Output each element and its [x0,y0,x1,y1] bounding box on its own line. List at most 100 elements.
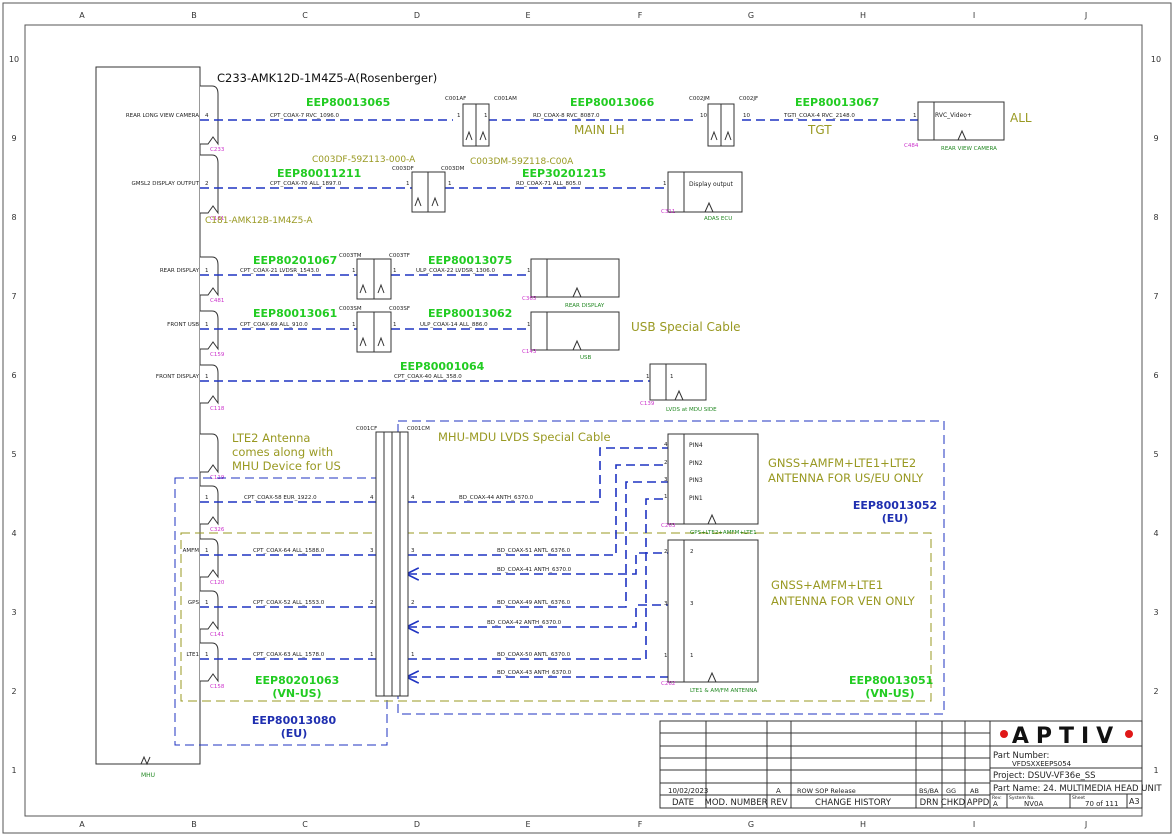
tb-rev-label: Rev: [992,795,1002,801]
border-row-right-2: 2 [1153,687,1158,696]
wire-label-w2: RD_COAX-8 RVC_8087.0 [533,113,600,119]
wire-label-w19: CPT_COAX-63 ALL_1578.0 [253,652,325,658]
svg-text:3: 3 [664,601,668,607]
mhu-port-conn: C181 [210,216,224,222]
border-col-bottom-B: B [191,820,197,829]
mhu-port-conn: C118 [210,406,225,412]
harness-h10: EEP80001064 [400,360,485,373]
ant1-conn: C263 [661,523,676,529]
svg-text:3: 3 [664,477,668,483]
device-names: REAR VIEW CAMERA ADAS ECU REAR DISPLAY U… [565,146,997,694]
harness-h6: EEP80201067 [253,254,337,267]
svg-text:3: 3 [411,548,415,554]
border-row-right-6: 6 [1153,371,1158,380]
tb-h-appd: APPD [967,798,990,808]
harness-h2: EEP80013066 [570,96,655,109]
mhu-port-label: REAR LONG VIEW CAMERA [126,113,199,119]
usb-conn: C143 [522,349,537,355]
adas-conn: C311 [661,209,675,215]
lvds-name: LVDS at MDU SIDE [666,407,717,413]
mhu-port-conn: C326 [210,527,225,533]
wire-label-w4: CPT_COAX-70 ALL_1897.0 [270,181,342,187]
svg-text:1: 1 [670,374,674,380]
ant1-name: GPS+LTE2+AMFM+LTE1 [690,530,757,536]
tb-project: Project: DSUV-VF36e_SS [993,771,1096,781]
svg-text:1: 1 [411,652,415,658]
harness-h4: EEP80011211 [277,167,361,180]
wire-labels: CPT_COAX-7 RVC_1096.0 RD_COAX-8 RVC_8087… [240,113,855,676]
tb-row-chkd: GG [946,787,956,795]
harness-h11-sub: (EU) [882,512,909,525]
svg-text:1: 1 [663,181,667,187]
top-connector-part: C233-AMK12D-1M4Z5-A(Rosenberger) [217,71,437,85]
lbl-c001cf: C001CF [356,426,377,432]
svg-text:10: 10 [700,113,707,119]
svg-text:4: 4 [411,495,415,501]
border-row-right-3: 3 [1153,608,1158,617]
border-row-right-9: 9 [1153,134,1158,143]
tb-part-name: Part Name: 24. MULTIMEDIA HEAD UNIT [993,784,1162,794]
svg-text:2: 2 [370,600,374,606]
wire-label-w11: CPT_COAX-58 EUR_1922.0 [244,495,317,501]
lbl-c001af: C001AF [445,96,466,102]
border-col-bottom-H: H [860,820,866,829]
mhu-port-conn: C120 [210,580,225,586]
border-row-right-7: 7 [1153,292,1158,301]
tb-size: A3 [1129,797,1140,806]
mhu-port-pin: 1 [205,495,209,501]
border-col-bottom-I: I [973,820,975,829]
harness-h14: EEP80013051 [849,674,933,687]
harness-h3: EEP80013067 [795,96,879,109]
border-row-right-5: 5 [1153,450,1158,459]
note-lte2-3: MHU Device for US [232,459,341,473]
svg-text:1: 1 [690,653,694,659]
border-row-right-10: 10 [1151,55,1161,64]
mhu-port-pin: 1 [205,548,209,554]
logo-dot-left [1000,730,1008,738]
devices [530,101,1005,683]
lbl-c003sf: C003SF [389,306,410,312]
mhu-break-icon [140,755,151,766]
note-gnss2-2: ANTENNA FOR VEN ONLY [771,594,916,608]
harness-h1: EEP80013065 [306,96,390,109]
mhu-port-5: C119 [200,433,225,481]
logo-dot-right [1125,730,1133,738]
lbl-c003tf: C003TF [389,253,410,259]
svg-text:10: 10 [743,113,750,119]
wire-label-w16: CPT_COAX-52 ALL_1553.0 [253,600,325,606]
rvc-conn: C484 [904,143,919,149]
wire-label-w21: BD_COAX-43 ANTH_6370.0 [497,670,572,676]
border-row-left-9: 9 [11,134,16,143]
wire-label-w3: TGTI_COAX-4 RVC_2148.0 [783,113,855,119]
note-lte2-1: LTE2 Antenna [232,431,310,445]
tb-h-hist: CHANGE HISTORY [815,798,892,808]
wire-label-w17: BD_COAX-49 ANTL_6376.0 [497,600,571,606]
eu-antenna-boundary [397,420,945,715]
border-col-top-A: A [79,11,85,20]
inner-frame [24,24,1143,817]
wire-label-w6: CPT_COAX-21 LVDSR_1543.0 [240,268,320,274]
title-block-text: Part Number: VFDSXXEEPS054 Project: DSUV… [668,751,1162,808]
svg-text:2: 2 [690,549,694,555]
note-lvds-special: MHU-MDU LVDS Special Cable [438,430,611,444]
lte1-amfm-antenna-box [667,539,759,683]
note-gnss2-1: GNSS+AMFM+LTE1 [771,578,883,592]
tb-part-number-label: Part Number: [993,751,1049,761]
border-col-top-J: J [1084,11,1087,20]
tb-h-drn: DRN [920,798,939,808]
border-col-bottom-G: G [748,820,754,829]
border-col-bottom-F: F [638,820,643,829]
wire-label-w13: CPT_COAX-64 ALL_1588.0 [253,548,325,554]
svg-text:1: 1 [664,653,668,659]
wire-label-w1: CPT_COAX-7 RVC_1096.0 [270,113,339,119]
note-main-lh: MAIN LH [574,123,625,137]
mhu-port-pin: 1 [205,374,209,380]
harness-h12-sub: (VN-US) [272,687,321,700]
border-row-left-8: 8 [11,213,16,222]
note-usb-special: USB Special Cable [631,320,741,334]
border-col-top-G: G [748,11,754,20]
